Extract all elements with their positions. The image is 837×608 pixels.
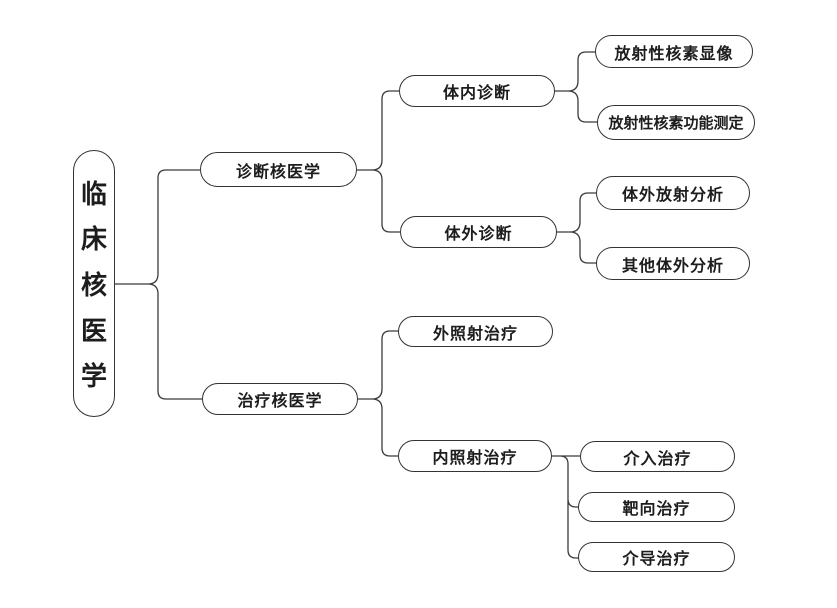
connector-therapy-children <box>357 330 399 457</box>
root-label-char: 临 <box>80 178 107 209</box>
node-internal-irradiation-therapy[interactable]: 内照射治疗 <box>398 440 552 472</box>
node-mediated-therapy[interactable]: 介导治疗 <box>578 542 735 572</box>
node-in-vitro-radioanalysis[interactable]: 体外放射分析 <box>596 176 750 210</box>
connector-invitro-children <box>556 192 597 264</box>
node-other-in-vitro-analysis[interactable]: 其他体外分析 <box>596 247 750 280</box>
node-radionuclide-function-measurement[interactable]: 放射性核素功能测定 <box>597 105 755 140</box>
node-therapeutic-nuclear-medicine[interactable]: 治疗核医学 <box>202 383 358 415</box>
node-in-vivo-diagnosis[interactable]: 体内诊断 <box>399 75 555 107</box>
node-interventional-therapy[interactable]: 介入治疗 <box>580 441 735 472</box>
root-label-char: 床 <box>80 224 107 255</box>
node-external-irradiation-therapy[interactable]: 外照射治疗 <box>398 316 553 347</box>
root-label-char: 医 <box>80 315 107 346</box>
node-clinical-nuclear-medicine[interactable]: 临床核医学 <box>73 150 115 417</box>
root-label-char: 核 <box>80 269 107 300</box>
connector-invivo-children <box>554 51 598 123</box>
root-label-char: 学 <box>80 361 107 392</box>
node-diagnostic-nuclear-medicine[interactable]: 诊断核医学 <box>200 152 357 187</box>
connector-diagnostic-children <box>356 90 401 233</box>
node-targeted-therapy[interactable]: 靶向治疗 <box>578 492 735 522</box>
node-radionuclide-imaging[interactable]: 放射性核素显像 <box>595 35 753 68</box>
connector-root-branches <box>114 169 203 400</box>
node-in-vitro-diagnosis[interactable]: 体外诊断 <box>400 216 557 248</box>
connector-internal-irradiation-children <box>551 455 581 559</box>
